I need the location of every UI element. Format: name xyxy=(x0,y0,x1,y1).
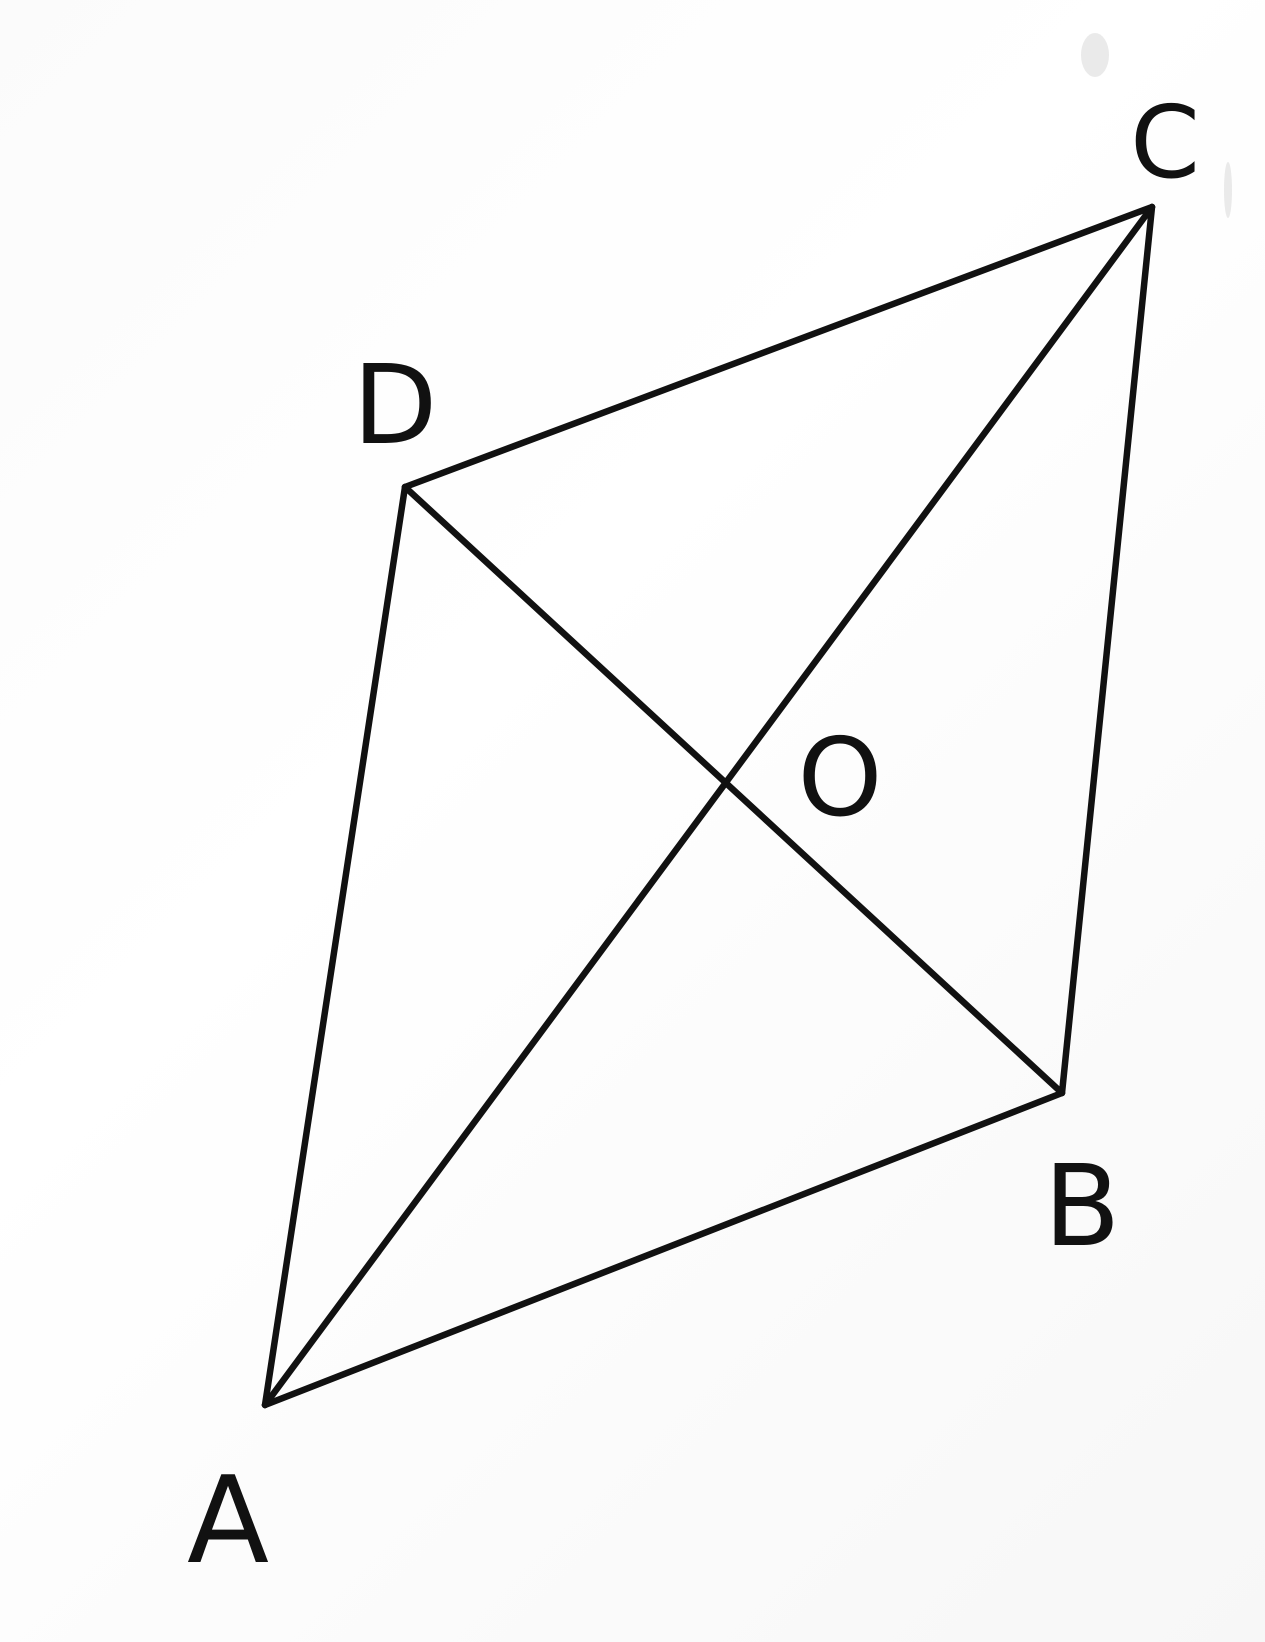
vertex-label-a: A xyxy=(187,1452,269,1591)
vertex-label-d: D xyxy=(353,341,438,469)
scan-smudge xyxy=(1081,33,1109,77)
vertex-label-c: C xyxy=(1130,84,1200,201)
diagonal-ac xyxy=(261,203,1156,1409)
side-ab xyxy=(261,1089,1066,1409)
side-da xyxy=(261,483,409,1409)
diagonal-bd xyxy=(401,483,1066,1097)
scan-smudge xyxy=(1224,162,1232,218)
side-cd xyxy=(401,203,1156,491)
side-bc xyxy=(1058,203,1156,1097)
intersection-label-o: O xyxy=(797,716,882,841)
vertex-label-b: B xyxy=(1044,1142,1121,1272)
